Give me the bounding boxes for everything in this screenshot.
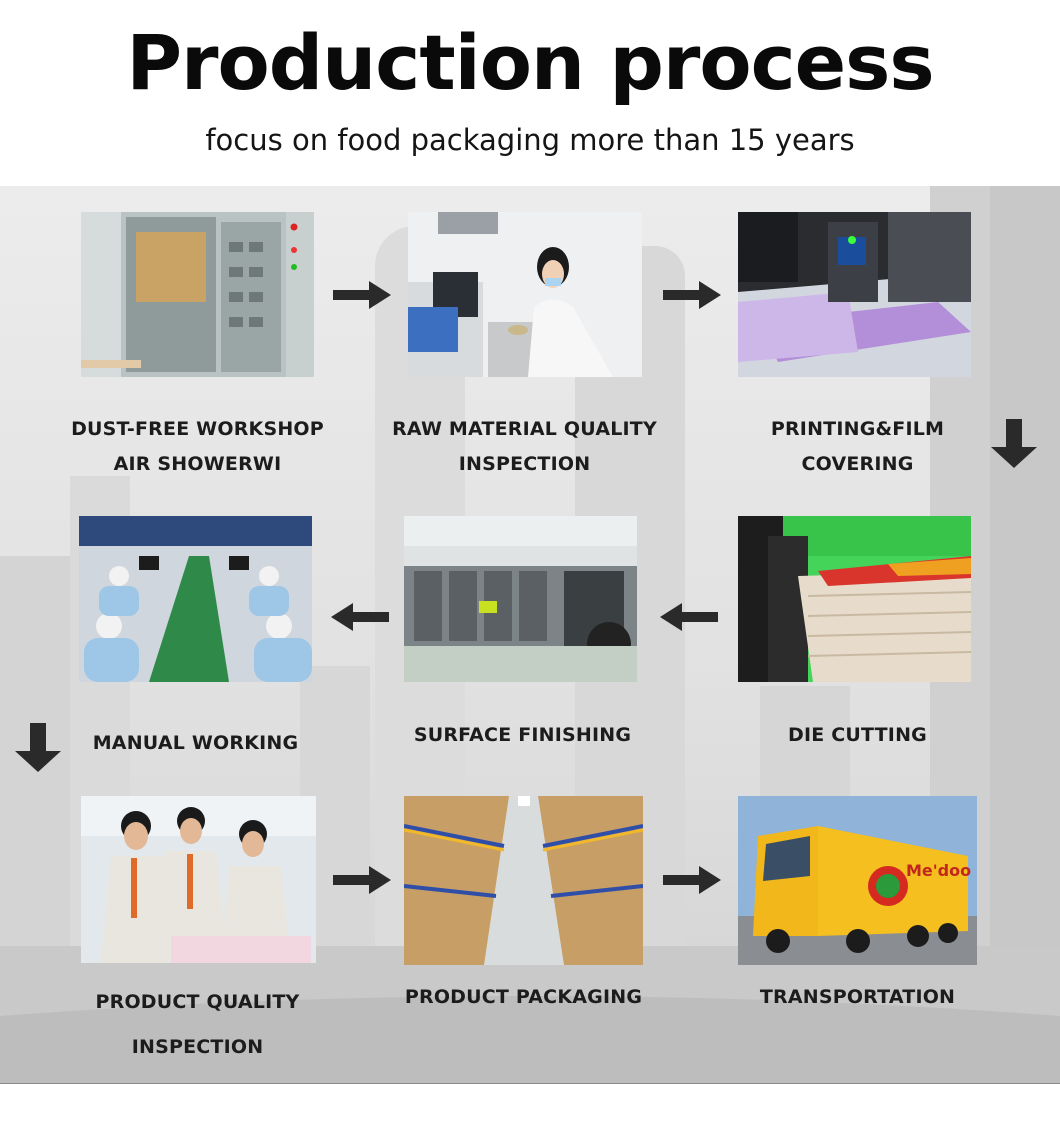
page-title: Production process	[126, 18, 934, 107]
step-label-manual-working: MANUAL WORKING	[92, 732, 299, 754]
arrow-down-icon	[15, 723, 61, 772]
photo-workers-assembly-line	[79, 516, 312, 682]
photo-inspectors-team	[81, 796, 316, 963]
arrow-right-icon	[663, 866, 721, 894]
step-label-die-cutting: DIE CUTTING	[788, 724, 927, 746]
arrow-right-icon	[663, 281, 721, 309]
arrow-left-icon	[331, 603, 389, 631]
step-label-product-packaging: PRODUCT PACKAGING	[404, 986, 643, 1008]
step-label-printing: PRINTING&FILM COVERING	[770, 418, 945, 475]
step-label-product-quality: PRODUCT QUALITY INSPECTION	[95, 991, 300, 1058]
step-label-raw-material: RAW MATERIAL QUALITY INSPECTION	[392, 418, 657, 475]
page-subtitle: focus on food packaging more than 15 yea…	[205, 123, 855, 157]
bottom-rule	[0, 1083, 1060, 1084]
step-label-surface-finishing: SURFACE FINISHING	[413, 724, 632, 746]
photo-die-cutting-machine	[738, 516, 971, 682]
photo-delivery-truck: Me'doo	[738, 796, 977, 965]
step-label-dust-free: DUST-FREE WORKSHOP AIR SHOWERWI	[71, 418, 324, 475]
photo-printing-press-sensor	[738, 212, 971, 377]
photo-finishing-line	[404, 516, 637, 682]
photo-lab-technician	[408, 212, 642, 377]
arrow-right-icon	[333, 866, 391, 894]
photo-air-shower-room	[81, 212, 314, 377]
arrow-down-icon	[991, 419, 1037, 468]
photo-warehouse-aisle	[404, 796, 643, 965]
arrow-right-icon	[333, 281, 391, 309]
truck-logo: Me'doo	[906, 861, 971, 880]
arrow-left-icon	[660, 603, 718, 631]
step-label-transportation: TRANSPORTATION	[759, 986, 956, 1008]
